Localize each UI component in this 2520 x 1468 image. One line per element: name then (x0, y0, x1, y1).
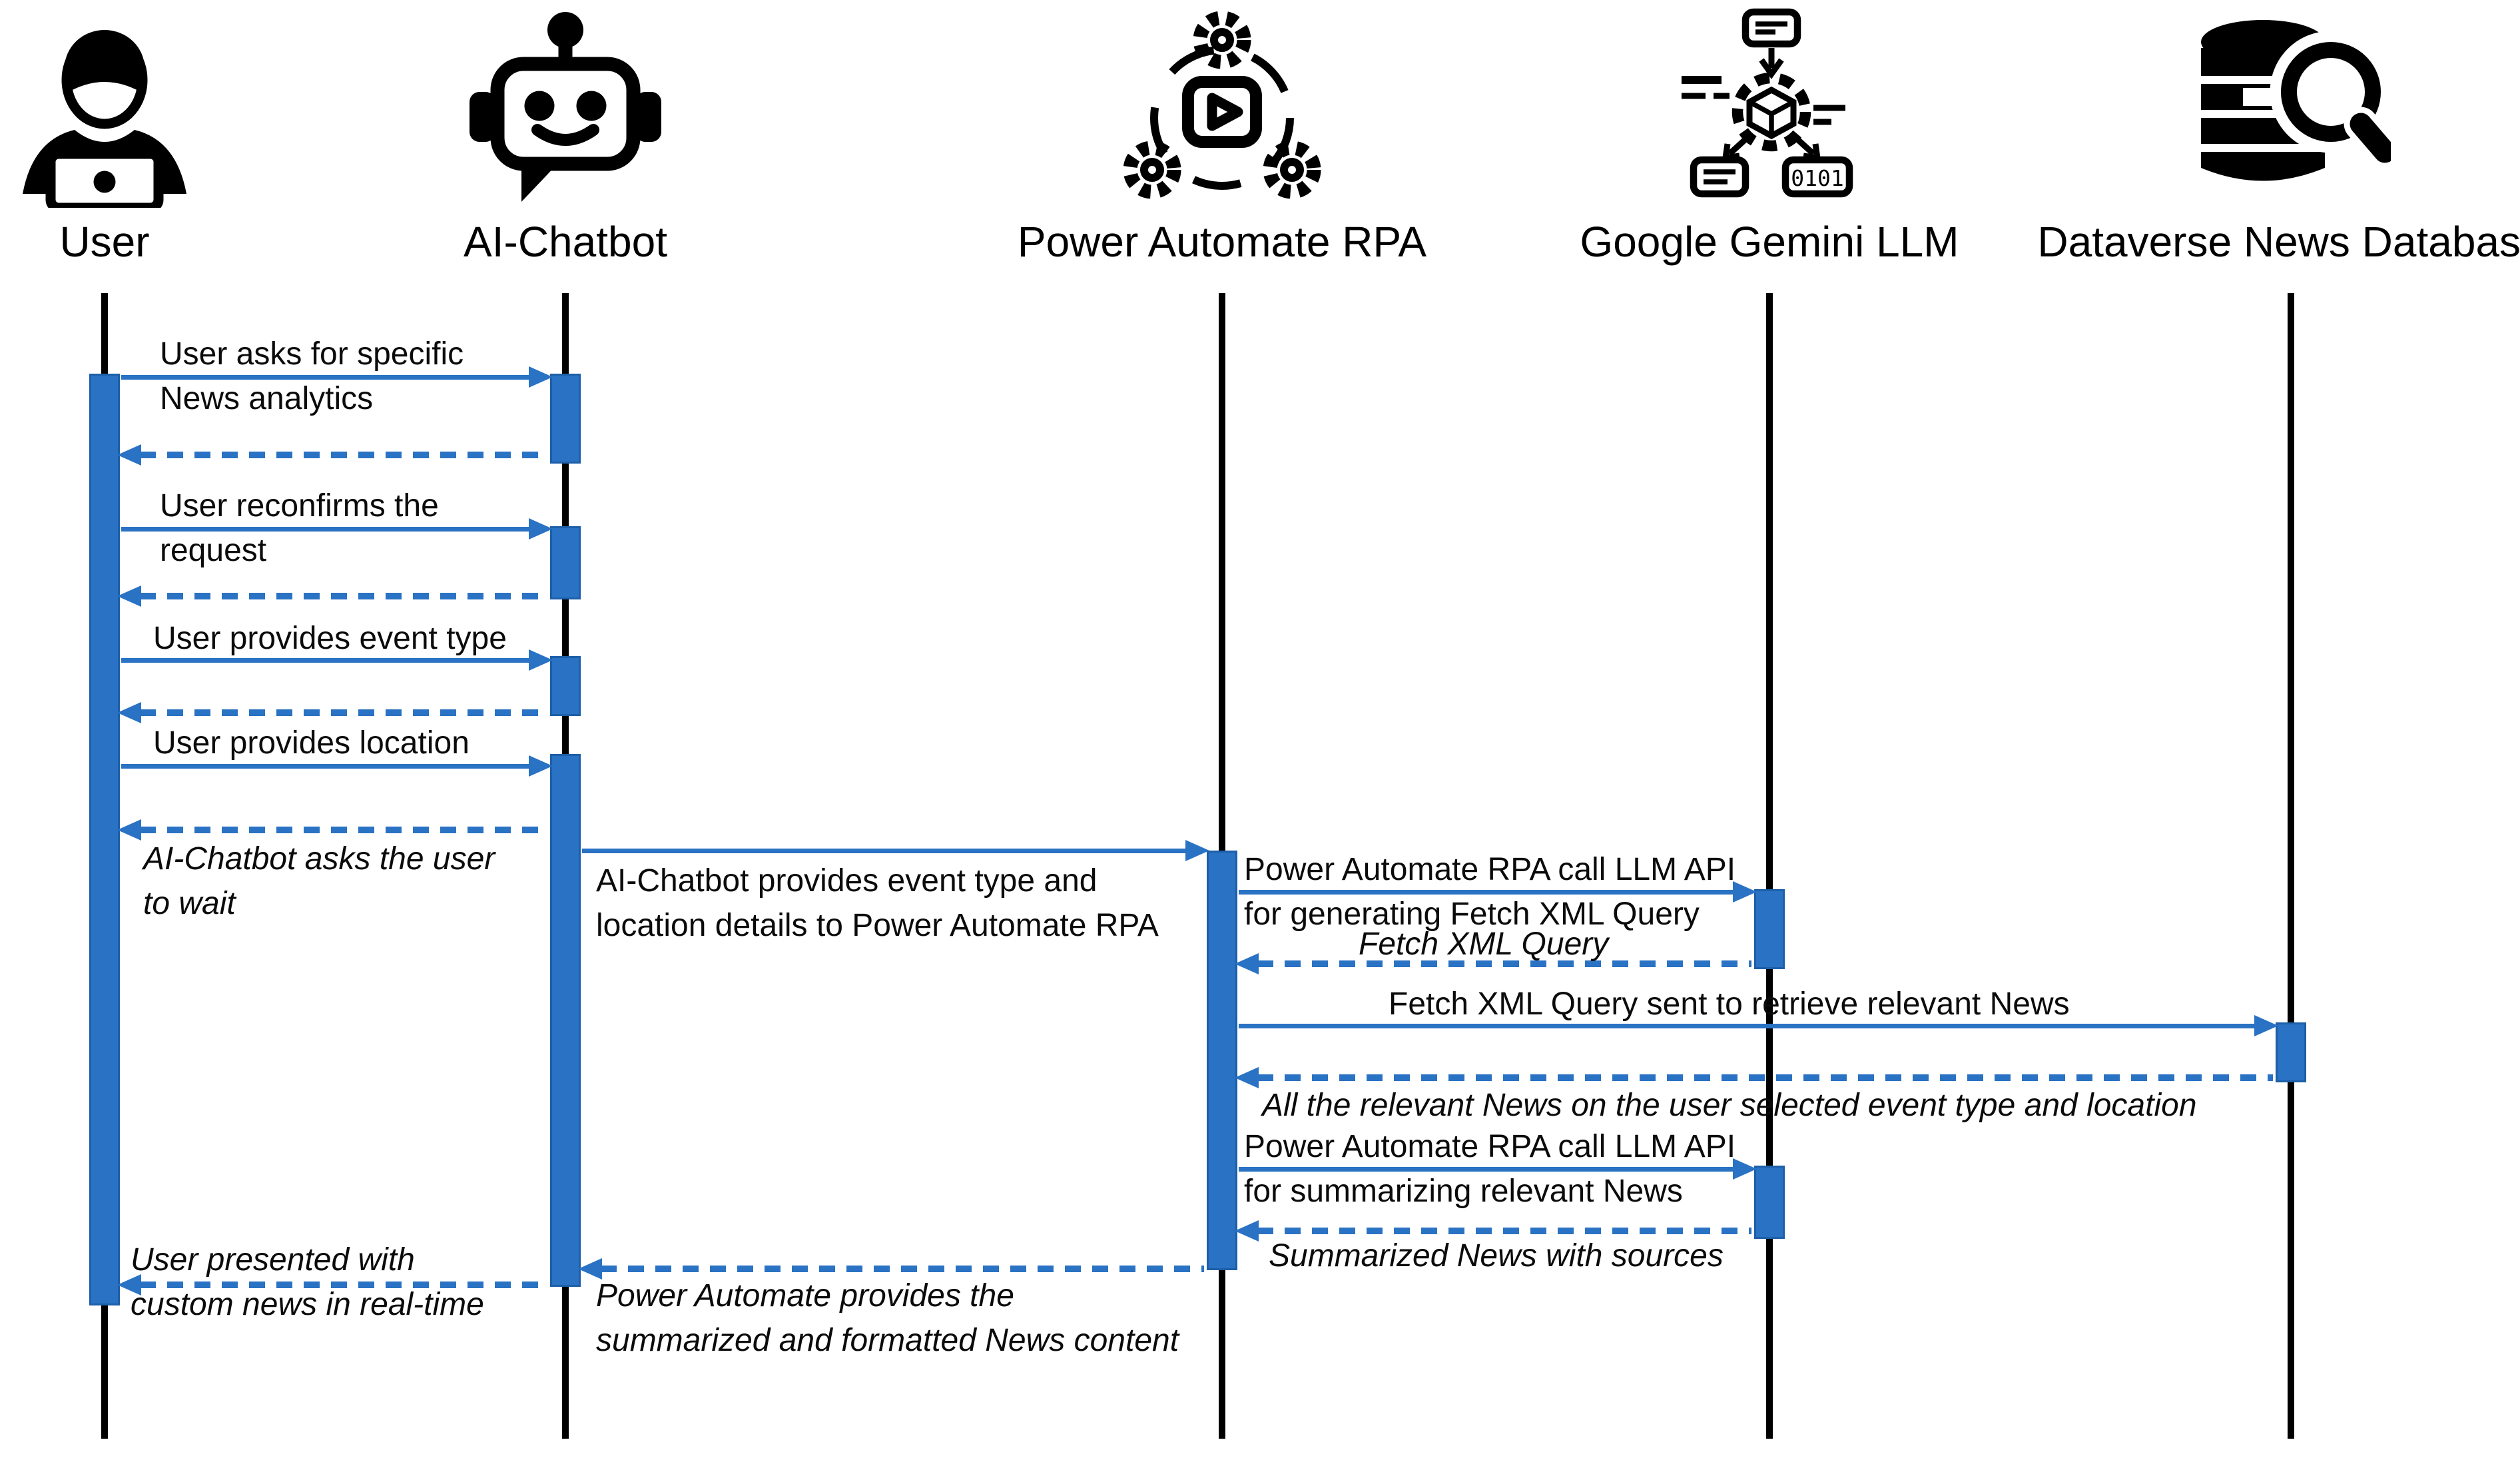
activation-bar-db (2276, 1022, 2306, 1082)
arrowhead-icon (2254, 1015, 2278, 1036)
message-label: Fetch XML Query sent to retrieve relevan… (1389, 982, 2070, 1026)
message-label-line: location details to Power Automate RPA (596, 908, 1159, 943)
activation-bar-chatbot (550, 526, 581, 599)
arrowhead-icon (1235, 1067, 1259, 1088)
arrowhead-icon (529, 518, 553, 540)
activation-bar-llm (1754, 889, 1785, 969)
message-label: User provides event type (153, 616, 507, 661)
solid-message-line (121, 527, 531, 532)
dashed-message-line (140, 593, 547, 599)
message-label-line: Summarized News with sources (1269, 1238, 1724, 1274)
arrowhead-icon (1185, 840, 1209, 861)
message-label-line: Fetch XML Query (1359, 926, 1609, 962)
message-label-line: All the relevant News on the user select… (1262, 1088, 2197, 1123)
arrowhead-icon (117, 585, 141, 607)
solid-message-line (121, 658, 531, 663)
message-label: AI-Chatbot provides event type and locati… (596, 859, 1159, 948)
dashed-message-line (1257, 1074, 2273, 1081)
solid-message-line (1239, 890, 1735, 895)
message-label-line: AI-Chatbot asks the user (143, 841, 495, 877)
message-label-line: for summarizing relevant News (1244, 1174, 1683, 1209)
message-label: AI-Chatbot asks the user to wait (143, 837, 495, 926)
arrowhead-icon (529, 755, 553, 777)
activation-bar-chatbot (550, 374, 581, 464)
arrowhead-icon (117, 819, 141, 841)
arrowhead-icon (117, 702, 141, 723)
message-label: Power Automate provides the summarized an… (596, 1274, 1179, 1363)
actor-label-user: User (59, 218, 150, 266)
solid-message-line (121, 764, 531, 769)
message-label-line: Fetch XML Query sent to retrieve relevan… (1389, 986, 2070, 1022)
message-label-line: Power Automate RPA call LLM API (1244, 1129, 1736, 1164)
message-label-line: News analytics (160, 381, 374, 416)
message-label-line: custom news in real-time (131, 1287, 484, 1322)
svg-text:0101: 0101 (1791, 165, 1843, 191)
message-label-line: request (160, 533, 267, 568)
lifeline-llm (1766, 293, 1773, 1439)
activation-bar-chatbot (550, 656, 581, 716)
activation-bar-rpa (1207, 851, 1237, 1270)
solid-message-line (121, 375, 531, 380)
dashed-message-line (140, 1282, 547, 1288)
message-label: User provides location (153, 721, 470, 765)
dashed-message-line (140, 709, 547, 716)
arrowhead-icon (1235, 953, 1259, 974)
arrowhead-icon (117, 444, 141, 466)
message-label: User reconfirms the request (160, 484, 439, 573)
user-laptop-icon (5, 8, 204, 213)
ai-gear-cube-icon: 0101 (1670, 8, 1869, 208)
arrowhead-icon (117, 1274, 141, 1295)
arrowhead-icon (578, 1258, 602, 1280)
arrowhead-icon (529, 366, 553, 388)
message-label-line: User reconfirms the (160, 488, 439, 524)
message-label-line: summarized and formatted News content (596, 1323, 1179, 1358)
message-label-line: Power Automate provides the (596, 1278, 1014, 1313)
solid-message-line (1239, 1024, 2257, 1028)
message-label: Power Automate RPA call LLM API for gener… (1244, 847, 1735, 936)
activation-bar-llm (1754, 1166, 1785, 1239)
message-label-line: User presented with (131, 1242, 415, 1278)
dashed-message-line (140, 827, 547, 833)
message-label-line: User asks for specific (160, 336, 464, 372)
message-label-line: to wait (143, 886, 236, 921)
message-label: All the relevant News on the user select… (1262, 1083, 2197, 1128)
dashed-message-line (601, 1266, 1204, 1272)
dashed-message-line (1257, 1228, 1751, 1234)
lifeline-db (2288, 293, 2294, 1439)
dashed-message-line (1257, 960, 1751, 967)
arrowhead-icon (1235, 1220, 1259, 1242)
actor-label-chatbot: AI-Chatbot (464, 218, 667, 266)
arrowhead-icon (529, 649, 553, 671)
automation-gears-icon (1122, 8, 1322, 208)
message-label: Summarized News with sources (1269, 1234, 1724, 1278)
message-label: Power Automate RPA call LLM API for summa… (1244, 1124, 1735, 1214)
message-label-line: for generating Fetch XML Query (1244, 897, 1700, 932)
dashed-message-line (140, 452, 547, 458)
message-label: User presented with custom news in real-t… (131, 1238, 484, 1327)
robot-chatbot-icon (466, 8, 665, 208)
actor-label-rpa: Power Automate RPA (1017, 218, 1427, 266)
actor-label-llm: Google Gemini LLM (1580, 218, 1959, 266)
message-label-line: User provides event type (153, 621, 507, 656)
solid-message-line (582, 849, 1188, 853)
arrowhead-icon (1733, 1158, 1757, 1180)
message-label-line: AI-Chatbot provides event type and (596, 863, 1098, 899)
message-label-line: User provides location (153, 725, 470, 761)
activation-bar-chatbot (550, 754, 581, 1287)
message-label: Fetch XML Query (1359, 922, 1608, 966)
arrowhead-icon (1733, 881, 1757, 903)
database-search-icon (2191, 8, 2402, 208)
solid-message-line (1239, 1167, 1735, 1172)
actor-label-db: Dataverse News Database (2037, 218, 2520, 266)
message-label-line: Power Automate RPA call LLM API (1244, 852, 1736, 887)
